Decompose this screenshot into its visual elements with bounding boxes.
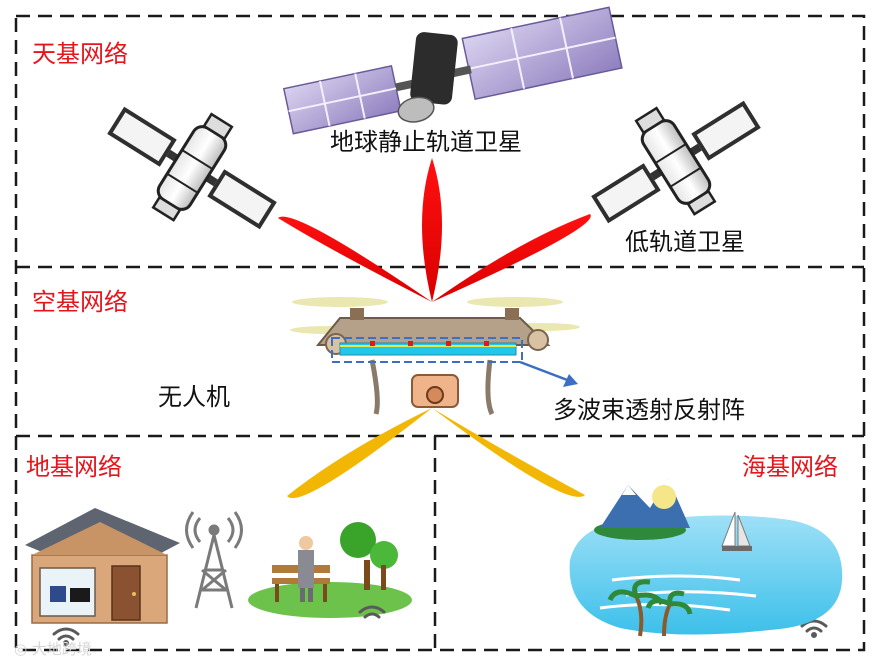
beam-ground — [287, 408, 432, 499]
uav-label: 无人机 — [158, 383, 230, 411]
watermark-text: 大地跨境 — [31, 640, 92, 658]
region-label-space: 天基网络 — [32, 40, 128, 68]
watermark: ◎ 大地跨境 — [14, 642, 92, 657]
house-icon — [25, 508, 180, 624]
leo-satellite-right-icon — [591, 100, 761, 224]
downlink-beams — [287, 408, 585, 499]
beam-leo-right — [432, 214, 591, 302]
wifi-icon-house — [52, 627, 80, 646]
beam-leo-left — [278, 216, 432, 302]
region-label-sea: 海基网络 — [742, 453, 838, 481]
leo-satellite-label: 低轨道卫星 — [625, 228, 745, 256]
sea-scene-icon — [569, 478, 843, 637]
park-icon — [248, 522, 412, 618]
wifi-icon-park — [358, 605, 386, 619]
region-label-ground: 地基网络 — [26, 453, 122, 481]
cell-tower-icon — [185, 511, 243, 609]
uplink-beams — [278, 158, 591, 302]
reflectarray-label: 多波束透射反射阵 — [553, 396, 745, 424]
geo-satellite-icon — [282, 6, 623, 135]
beam-geo — [422, 158, 442, 302]
uav-drone-icon — [290, 297, 580, 416]
outer-border — [14, 14, 866, 652]
leo-satellite-left-icon — [107, 106, 277, 230]
region-borders — [14, 14, 866, 652]
wifi-icon-sea — [800, 619, 828, 638]
geo-satellite-label: 地球静止轨道卫星 — [330, 128, 522, 156]
watermark-logo-icon: ◎ — [14, 640, 32, 658]
beam-sea — [432, 408, 585, 497]
region-label-air: 空基网络 — [32, 288, 128, 316]
